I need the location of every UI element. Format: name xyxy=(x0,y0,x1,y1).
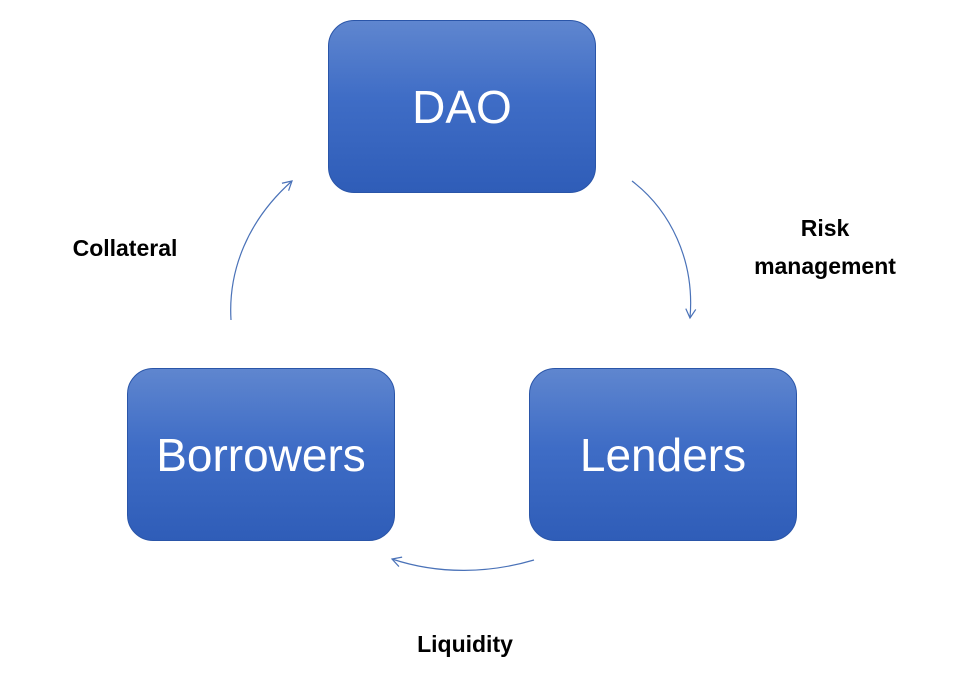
node-borrowers-label: Borrowers xyxy=(156,428,366,481)
edge-label-risk-line2: management xyxy=(754,253,896,279)
node-dao-label: DAO xyxy=(412,80,512,133)
node-lenders-label: Lenders xyxy=(579,428,747,481)
node-dao: DAO xyxy=(328,20,596,193)
edge-label-risk-line1: Risk xyxy=(800,215,850,241)
edge-label-collateral: Collateral xyxy=(72,235,178,261)
arrow-lenders-to-borrowers xyxy=(390,556,535,571)
edge-label-liquidity: Liquidity xyxy=(417,631,513,657)
edge-label-risk-management: Risk management xyxy=(740,209,910,285)
node-borrowers: Borrowers xyxy=(127,368,395,541)
arrow-borrowers-to-dao xyxy=(230,180,293,321)
arrow-dao-to-lenders xyxy=(631,180,697,320)
node-lenders: Lenders xyxy=(529,368,797,541)
